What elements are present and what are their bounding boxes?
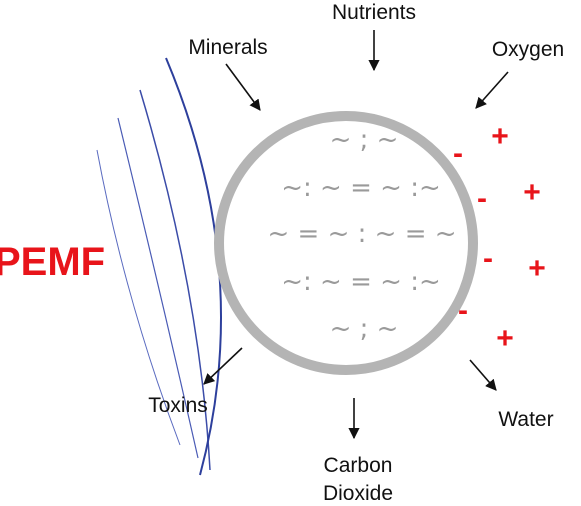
- wave-arc-1: [96, 149, 181, 446]
- nutrients-label: Nutrients: [332, 1, 416, 24]
- plus-sign-4: +: [496, 322, 514, 355]
- wave-arc-3: [139, 89, 211, 471]
- water-label: Water: [498, 408, 553, 431]
- minus-sign-1: -: [453, 137, 463, 170]
- cell-membrane: [214, 111, 478, 375]
- oxygen-label: Oxygen: [492, 38, 564, 61]
- plus-sign-3: +: [528, 252, 546, 285]
- minus-sign-2: -: [477, 182, 487, 215]
- minus-sign-4: -: [458, 294, 468, 327]
- minerals-label: Minerals: [188, 36, 267, 59]
- minerals-arrow: [225, 63, 261, 111]
- arrows: [203, 30, 509, 440]
- oxygen-arrow: [475, 71, 509, 109]
- cell-content-row-4: ~: ~ = ~ :~: [281, 267, 441, 297]
- cell-content-row-2: ~: ~ = ~ :~: [281, 173, 441, 203]
- carbon-label: Carbon: [324, 454, 393, 477]
- labels: Nutrients Minerals Oxygen PEMF Toxins Wa…: [0, 1, 564, 505]
- toxins-arrow: [203, 347, 243, 385]
- cell-contents: ~ ; ~ ~: ~ = ~ :~ ~ = ~ : ~ = ~ ~: ~ = ~…: [267, 125, 456, 344]
- charges: - + - + - + - +: [453, 120, 546, 355]
- dioxide-label: Dioxide: [323, 482, 393, 505]
- plus-sign-2: +: [523, 176, 541, 209]
- cell-content-row-1: ~ ; ~: [330, 125, 399, 155]
- plus-sign-1: +: [491, 120, 509, 153]
- cell-content-row-3: ~ = ~ : ~ = ~: [267, 219, 456, 249]
- pemf-label: PEMF: [0, 240, 105, 284]
- water-arrow: [469, 359, 497, 391]
- minus-sign-3: -: [483, 242, 493, 275]
- wave-arc-2: [117, 117, 199, 459]
- cell-content-row-5: ~ ; ~: [330, 314, 399, 344]
- toxins-label: Toxins: [148, 394, 208, 417]
